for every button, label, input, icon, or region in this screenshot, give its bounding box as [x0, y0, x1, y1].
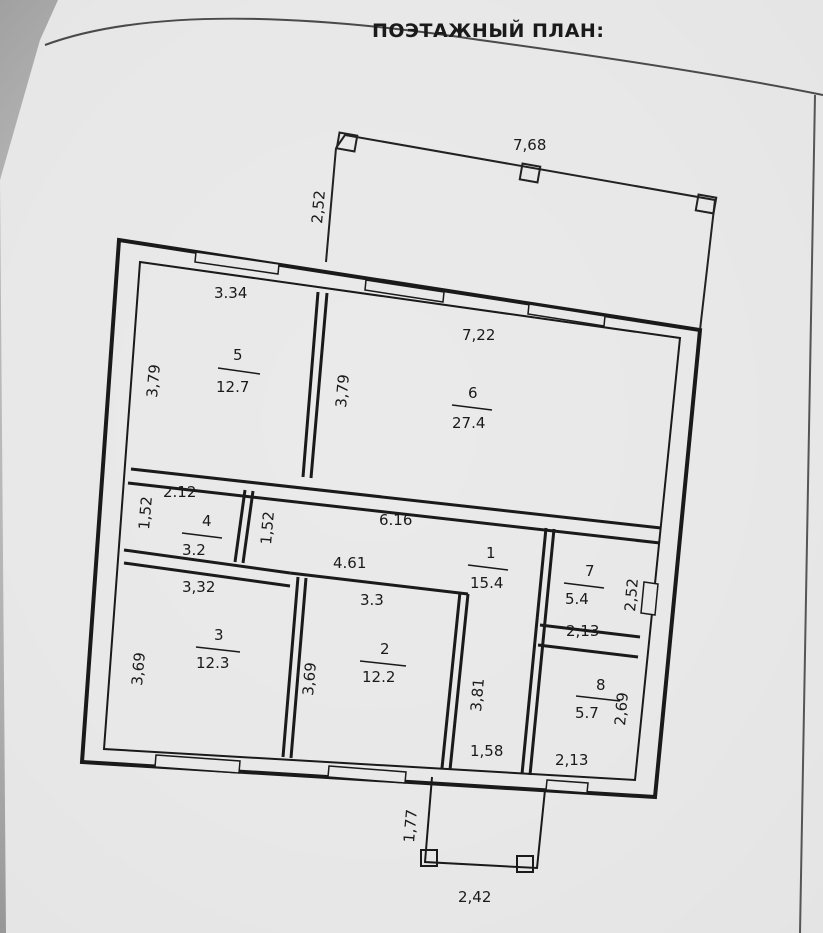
dim-r6-height: 3,79 [332, 374, 353, 409]
dim-r3-width: 3,32 [182, 578, 215, 596]
room-area: 5.7 [575, 704, 599, 722]
room-number: 1 [486, 544, 496, 562]
room-4: 4 3.2 [181, 512, 223, 559]
terrace [325, 131, 718, 331]
dim-terrace-depth: 2,52 [308, 190, 329, 225]
room-area: 3.2 [182, 541, 206, 559]
room-number: 8 [596, 676, 606, 694]
room-1: 1 15.4 [467, 544, 509, 592]
room-number: 3 [214, 626, 224, 644]
dim-r5-width: 3.34 [214, 284, 247, 302]
paper-curve [44, 17, 823, 96]
room-area: 27.4 [452, 414, 485, 432]
dim-r2-width: 3.3 [360, 591, 384, 609]
room-number: 5 [233, 346, 243, 364]
dim-r8-top: 2,13 [566, 622, 599, 640]
room-7: 7 5.4 [563, 562, 605, 608]
room-number: 6 [468, 384, 478, 402]
dim-r6-width: 7,22 [462, 326, 495, 344]
room-5: 5 12.7 [216, 346, 261, 396]
porch [420, 776, 546, 873]
dim-porch-depth: 1,77 [400, 809, 421, 844]
windows [154, 251, 659, 794]
dim-r8-bottom: 2,13 [555, 751, 588, 769]
room-6: 6 27.4 [451, 384, 493, 432]
room-8: 8 5.7 [575, 676, 621, 722]
dim-r8-height: 2,69 [611, 692, 632, 727]
dim-r3-height: 3,69 [128, 652, 149, 687]
dim-terrace-width: 7,68 [513, 136, 546, 154]
interior-walls [123, 291, 662, 776]
dim-corridor-short: 4.61 [333, 554, 366, 572]
dim-r4-height: 1,52 [135, 496, 156, 531]
dim-porch-width: 2,42 [458, 888, 491, 906]
dim-corridor-length: 6.16 [379, 511, 412, 529]
house-outline [79, 237, 703, 800]
dimension-labels: 7,68 2,52 3.34 3,79 7,22 3,79 2.12 1,52 … [128, 136, 642, 906]
room-number: 7 [585, 562, 595, 580]
paper-edge-right [799, 94, 816, 933]
room-2: 2 12.2 [359, 640, 407, 686]
room-number: 4 [202, 512, 212, 530]
room-3: 3 12.3 [195, 626, 241, 672]
room-area: 12.2 [362, 668, 395, 686]
dim-r7-height: 2,52 [621, 578, 642, 613]
room-number: 2 [380, 640, 390, 658]
dim-r5-height: 3,79 [143, 364, 164, 399]
room-area: 15.4 [470, 574, 503, 592]
room-area: 5.4 [565, 590, 589, 608]
room-area: 12.7 [216, 378, 249, 396]
dim-corridor-height: 1,52 [257, 511, 278, 546]
room-area: 12.3 [196, 654, 229, 672]
dim-r4-width: 2.12 [163, 483, 196, 501]
dim-r2-height: 3,69 [299, 662, 320, 697]
dim-r1-height: 3,81 [467, 678, 488, 713]
plan-title: ПОЭТАЖНЫЙ ПЛАН: [372, 19, 604, 42]
dim-r1-bottom: 1,58 [470, 742, 503, 760]
